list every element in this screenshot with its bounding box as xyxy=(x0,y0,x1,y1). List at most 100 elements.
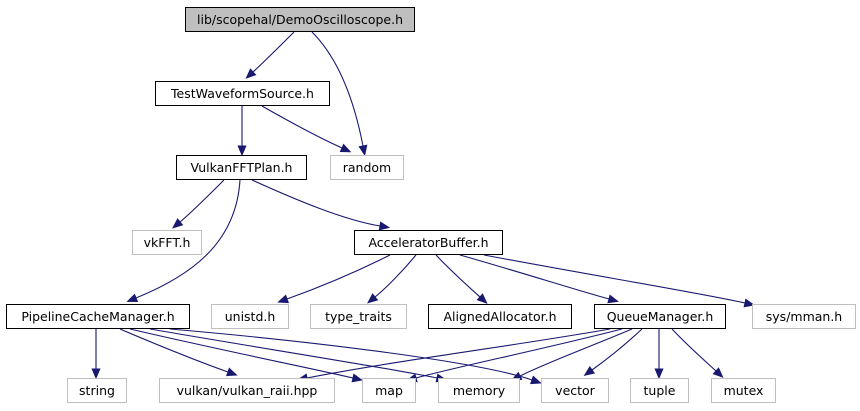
nodes-layer: lib/scopehal/DemoOscilloscope.hTestWavef… xyxy=(6,7,856,403)
node-box-mutex xyxy=(711,378,776,403)
node-pcm[interactable]: PipelineCacheManager.h xyxy=(6,304,190,329)
node-label-tuple: tuple xyxy=(644,383,676,398)
edge-vfft-to-pcm xyxy=(135,179,241,299)
node-mutex: mutex xyxy=(711,378,776,403)
node-vkfft: vkFFT.h xyxy=(132,230,202,255)
arrowhead-tws-to-vfft xyxy=(237,145,247,157)
arrowhead-qm-to-mutex xyxy=(712,367,724,378)
node-box-accel xyxy=(354,230,503,255)
node-box-string xyxy=(67,378,127,403)
arrowhead-pcm-to-vector xyxy=(530,375,542,385)
node-box-aligned xyxy=(428,304,572,329)
node-accel[interactable]: AcceleratorBuffer.h xyxy=(354,230,503,255)
edge-root-to-tws xyxy=(252,31,295,73)
node-label-pcm: PipelineCacheManager.h xyxy=(21,309,174,324)
node-box-random xyxy=(330,155,404,180)
node-box-map xyxy=(362,378,416,403)
node-label-string: string xyxy=(79,383,115,398)
edge-accel-to-qm xyxy=(459,254,610,300)
edge-qm-to-memory xyxy=(519,328,633,377)
node-label-mutex: mutex xyxy=(724,383,764,398)
arrowhead-tws-to-random xyxy=(339,143,352,153)
node-mman: sys/mman.h xyxy=(752,304,856,329)
arrowhead-vfft-to-accel xyxy=(378,221,391,231)
node-box-vector xyxy=(541,378,609,403)
node-box-tuple xyxy=(630,378,689,403)
node-label-mman: sys/mman.h xyxy=(766,309,842,324)
node-map: map xyxy=(362,378,416,403)
edge-vfft-to-vkfft xyxy=(179,179,225,223)
node-label-unistd: unistd.h xyxy=(225,309,276,324)
node-box-pcm xyxy=(6,304,190,329)
node-string: string xyxy=(67,378,127,403)
node-box-vfft xyxy=(176,155,307,180)
node-box-mman xyxy=(752,304,856,329)
edge-vfft-to-accel xyxy=(251,179,381,227)
edge-accel-to-type_traits xyxy=(374,254,417,298)
edge-qm-to-mutex xyxy=(671,328,717,372)
edge-pcm-to-vector xyxy=(169,328,533,381)
node-label-vfft: VulkanFFTPlan.h xyxy=(191,160,293,175)
node-label-random: random xyxy=(343,160,391,175)
edge-qm-to-map xyxy=(415,328,623,379)
edge-pcm-to-map xyxy=(129,328,354,379)
node-vector: vector xyxy=(541,378,609,403)
node-label-vector: vector xyxy=(555,383,596,398)
node-label-raii: vulkan/vulkan_raii.hpp xyxy=(177,383,318,398)
node-box-root xyxy=(185,7,415,32)
node-box-raii xyxy=(159,378,335,403)
node-box-unistd xyxy=(211,304,289,329)
node-box-vkfft xyxy=(132,230,202,255)
node-qm[interactable]: QueueManager.h xyxy=(594,304,726,329)
node-aligned[interactable]: AlignedAllocator.h xyxy=(428,304,572,329)
node-unistd: unistd.h xyxy=(211,304,289,329)
edge-accel-to-aligned xyxy=(435,254,481,298)
arrowhead-qm-to-tuple xyxy=(654,368,664,380)
edge-tws-to-random xyxy=(261,105,343,149)
node-label-memory: memory xyxy=(453,383,506,398)
node-label-tws: TestWaveformSource.h xyxy=(170,86,314,101)
node-type_traits: type_traits xyxy=(310,304,407,329)
arrowhead-accel-to-type_traits xyxy=(367,293,379,304)
edge-qm-to-vector xyxy=(591,328,643,371)
edge-root-to-random xyxy=(311,31,364,147)
node-label-root: lib/scopehal/DemoOscilloscope.h xyxy=(197,12,403,27)
edges-layer xyxy=(91,31,756,385)
node-box-memory xyxy=(438,378,520,403)
arrowhead-pcm-to-raii xyxy=(225,367,238,377)
arrowhead-accel-to-aligned xyxy=(476,293,488,304)
arrowhead-vfft-to-vkfft xyxy=(172,218,184,229)
edge-pcm-to-memory xyxy=(149,328,438,379)
node-label-map: map xyxy=(375,383,403,398)
node-tuple: tuple xyxy=(630,378,689,403)
edge-qm-to-raii xyxy=(306,328,611,379)
node-memory: memory xyxy=(438,378,520,403)
arrowhead-pcm-to-string xyxy=(91,368,101,380)
node-random: random xyxy=(330,155,404,180)
edge-accel-to-unistd xyxy=(286,254,391,300)
node-root[interactable]: lib/scopehal/DemoOscilloscope.h xyxy=(185,7,415,32)
node-vfft[interactable]: VulkanFFTPlan.h xyxy=(176,155,307,180)
node-tws[interactable]: TestWaveformSource.h xyxy=(155,81,330,106)
arrowhead-qm-to-vector xyxy=(583,366,596,376)
node-label-accel: AcceleratorBuffer.h xyxy=(368,235,488,250)
arrowhead-accel-to-mman xyxy=(743,298,756,308)
arrowhead-root-to-random xyxy=(358,144,368,157)
arrowhead-root-to-tws xyxy=(245,68,257,79)
node-label-vkfft: vkFFT.h xyxy=(144,235,191,250)
edge-pcm-to-raii xyxy=(119,328,229,373)
arrowhead-accel-to-unistd xyxy=(277,294,290,304)
node-box-type_traits xyxy=(310,304,407,329)
arrowhead-accel-to-qm xyxy=(607,294,619,304)
arrowhead-pcm-to-map xyxy=(351,373,364,383)
node-label-type_traits: type_traits xyxy=(325,309,392,324)
node-box-tws xyxy=(155,81,330,106)
arrowhead-vfft-to-pcm xyxy=(126,293,139,303)
node-box-qm xyxy=(594,304,726,329)
edge-accel-to-mman xyxy=(483,254,746,304)
node-raii: vulkan/vulkan_raii.hpp xyxy=(159,378,335,403)
node-label-aligned: AlignedAllocator.h xyxy=(443,309,556,324)
node-label-qm: QueueManager.h xyxy=(607,309,714,324)
